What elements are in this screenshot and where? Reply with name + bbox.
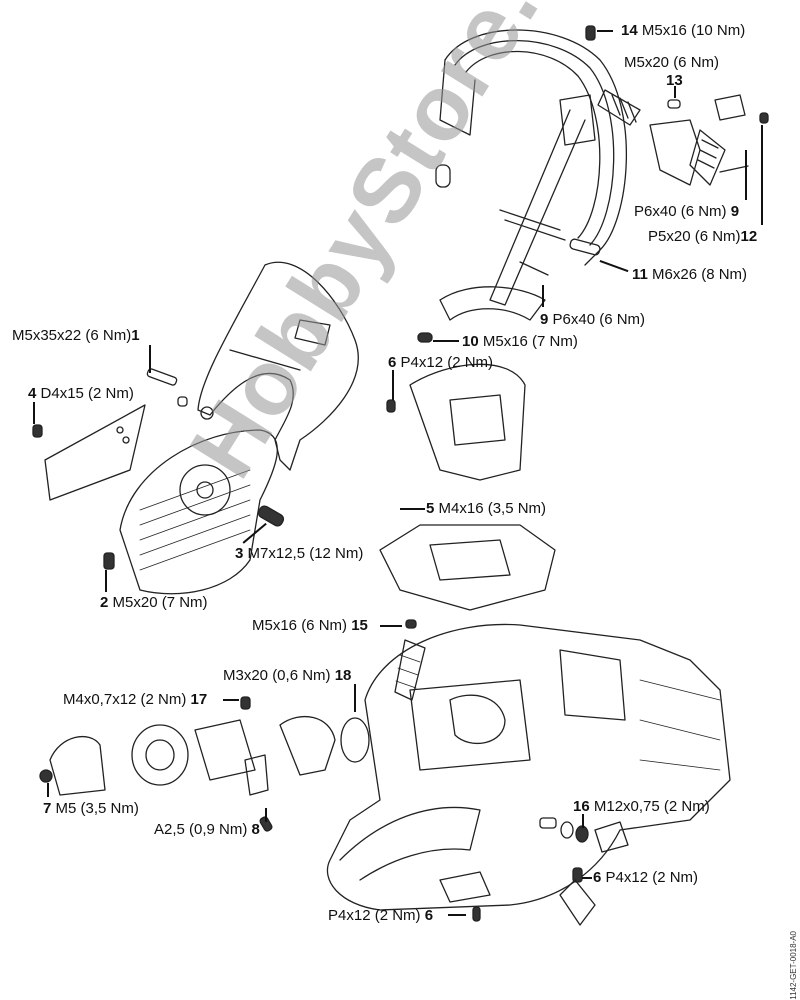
callout-spec: D4x15 (2 Nm) (40, 385, 134, 402)
callout-4: 4 D4x15 (2 Nm) (28, 385, 134, 402)
bolts-top (417, 25, 769, 343)
callout-14: 14 M5x16 (10 Nm) (621, 22, 745, 39)
callout-2: 2 M5x20 (7 Nm) (100, 594, 208, 611)
leader-4 (33, 402, 35, 424)
callout-spec: M5x20 (6 Nm) (624, 54, 720, 71)
callout-number: 6 (388, 354, 397, 371)
callout-spec: P6x40 (6 Nm) (552, 311, 646, 328)
leader-9b (542, 285, 544, 307)
callout-spec: P4x12 (2 Nm) (605, 869, 699, 886)
shroud-cover (386, 363, 526, 481)
callout-spec: M5 (3,5 Nm) (55, 800, 139, 817)
callout-number: 12 (740, 228, 758, 245)
air-filter-base (379, 524, 556, 611)
callout-spec: M7x12,5 (12 Nm) (247, 545, 364, 562)
leader-6a (392, 370, 394, 400)
leader-16 (582, 814, 584, 828)
callout-7: 7 M5 (3,5 Nm) (43, 800, 139, 817)
callout-6a: 6 P4x12 (2 Nm) (388, 354, 493, 371)
leader-10 (433, 340, 459, 342)
callout-spec: M12x0,75 (2 Nm) (593, 798, 710, 815)
callout-number: 6 (593, 869, 602, 886)
callout-spec: M6x26 (8 Nm) (652, 266, 748, 283)
callout-spec: P4x12 (2 Nm) (400, 354, 494, 371)
callout-6c: P4x12 (2 Nm) 6 (328, 907, 433, 924)
leader-18 (354, 684, 356, 712)
callout-number: 9 (730, 203, 740, 220)
callout-number: 17 (190, 691, 208, 708)
leader-7 (47, 783, 49, 797)
callout-8: A2,5 (0,9 Nm) 8 (154, 821, 260, 838)
leader-6c (448, 914, 466, 916)
callout-12: P5x20 (6 Nm)12 (648, 228, 757, 245)
callout-17: M4x0,7x12 (2 Nm) 17 (63, 691, 207, 708)
callout-number: 6 (424, 907, 434, 924)
callout-9a: P6x40 (6 Nm) 9 (634, 203, 739, 220)
callout-number: 2 (100, 594, 109, 611)
callout-number: 3 (235, 545, 244, 562)
leader-14 (597, 30, 613, 32)
leader-2 (105, 570, 107, 592)
leader-9a (745, 150, 747, 200)
callout-16: 16 M12x0,75 (2 Nm) (573, 798, 710, 815)
callout-3: 3 M7x12,5 (12 Nm) (235, 545, 363, 562)
leader-13 (674, 86, 676, 98)
leader-1 (149, 345, 151, 373)
callout-spec: M4x0,7x12 (2 Nm) (63, 691, 187, 708)
callout-number: 13 (666, 72, 683, 89)
leader-5 (400, 508, 425, 510)
callout-number: 11 (632, 266, 648, 283)
crankcase-housing (326, 619, 731, 911)
carburetor-assembly (39, 696, 370, 832)
callout-number: 5 (426, 500, 435, 517)
leader-6b (582, 877, 592, 879)
document-id: 1142-GET-0018-A0 (789, 931, 798, 1000)
callout-number: 8 (251, 821, 260, 838)
callout-11: 11 M6x26 (8 Nm) (632, 266, 747, 283)
callout-9b: 9 P6x40 (6 Nm) (540, 311, 645, 328)
callout-spec: P6x40 (6 Nm) (634, 203, 727, 220)
leader-8 (265, 808, 267, 822)
callout-spec: M5x16 (6 Nm) (252, 617, 348, 634)
leader-17 (223, 699, 239, 701)
callout-15: M5x16 (6 Nm) 15 (252, 617, 368, 634)
callout-spec: P5x20 (6 Nm) (648, 228, 741, 245)
leader-15 (380, 625, 402, 627)
callout-10: 10 M5x16 (7 Nm) (462, 333, 578, 350)
callout-number: 4 (28, 385, 37, 402)
callout-5: 5 M4x16 (3,5 Nm) (426, 500, 546, 517)
callout-number: 10 (462, 333, 479, 350)
callout-6b: 6 P4x12 (2 Nm) (593, 869, 698, 886)
callout-spec: M5x35x22 (6 Nm) (12, 327, 132, 344)
callout-spec: M5x16 (10 Nm) (641, 22, 746, 39)
sprocket-cover (103, 429, 285, 595)
exploded-parts-drawing (32, 25, 769, 926)
leader-12 (761, 125, 763, 225)
callout-spec: M4x16 (3,5 Nm) (438, 500, 547, 517)
callout-spec: P4x12 (2 Nm) (328, 907, 421, 924)
callout-number: 9 (540, 311, 549, 328)
callout-13-number: 13 (666, 72, 683, 89)
callout-spec: A2,5 (0,9 Nm) (154, 821, 248, 838)
callout-13-spec: M5x20 (6 Nm) (624, 54, 719, 71)
oil-pump-parts (472, 817, 629, 926)
callout-spec: M5x16 (7 Nm) (482, 333, 578, 350)
callout-1: M5x35x22 (6 Nm)1 (12, 327, 140, 344)
callout-number: 7 (43, 800, 52, 817)
callout-number: 14 (621, 22, 638, 39)
front-handle-bar (435, 29, 628, 321)
chain-catcher-plate (32, 404, 146, 501)
callout-number: 18 (334, 667, 352, 684)
callout-number: 15 (351, 617, 368, 634)
callout-number: 1 (131, 327, 140, 344)
hand-guard (146, 261, 359, 471)
anti-vibration-springs (597, 89, 746, 186)
callout-18: M3x20 (0,6 Nm) 18 (223, 667, 351, 684)
callout-number: 16 (573, 798, 590, 815)
callout-spec: M3x20 (0,6 Nm) (223, 667, 331, 684)
callout-spec: M5x20 (7 Nm) (112, 594, 208, 611)
